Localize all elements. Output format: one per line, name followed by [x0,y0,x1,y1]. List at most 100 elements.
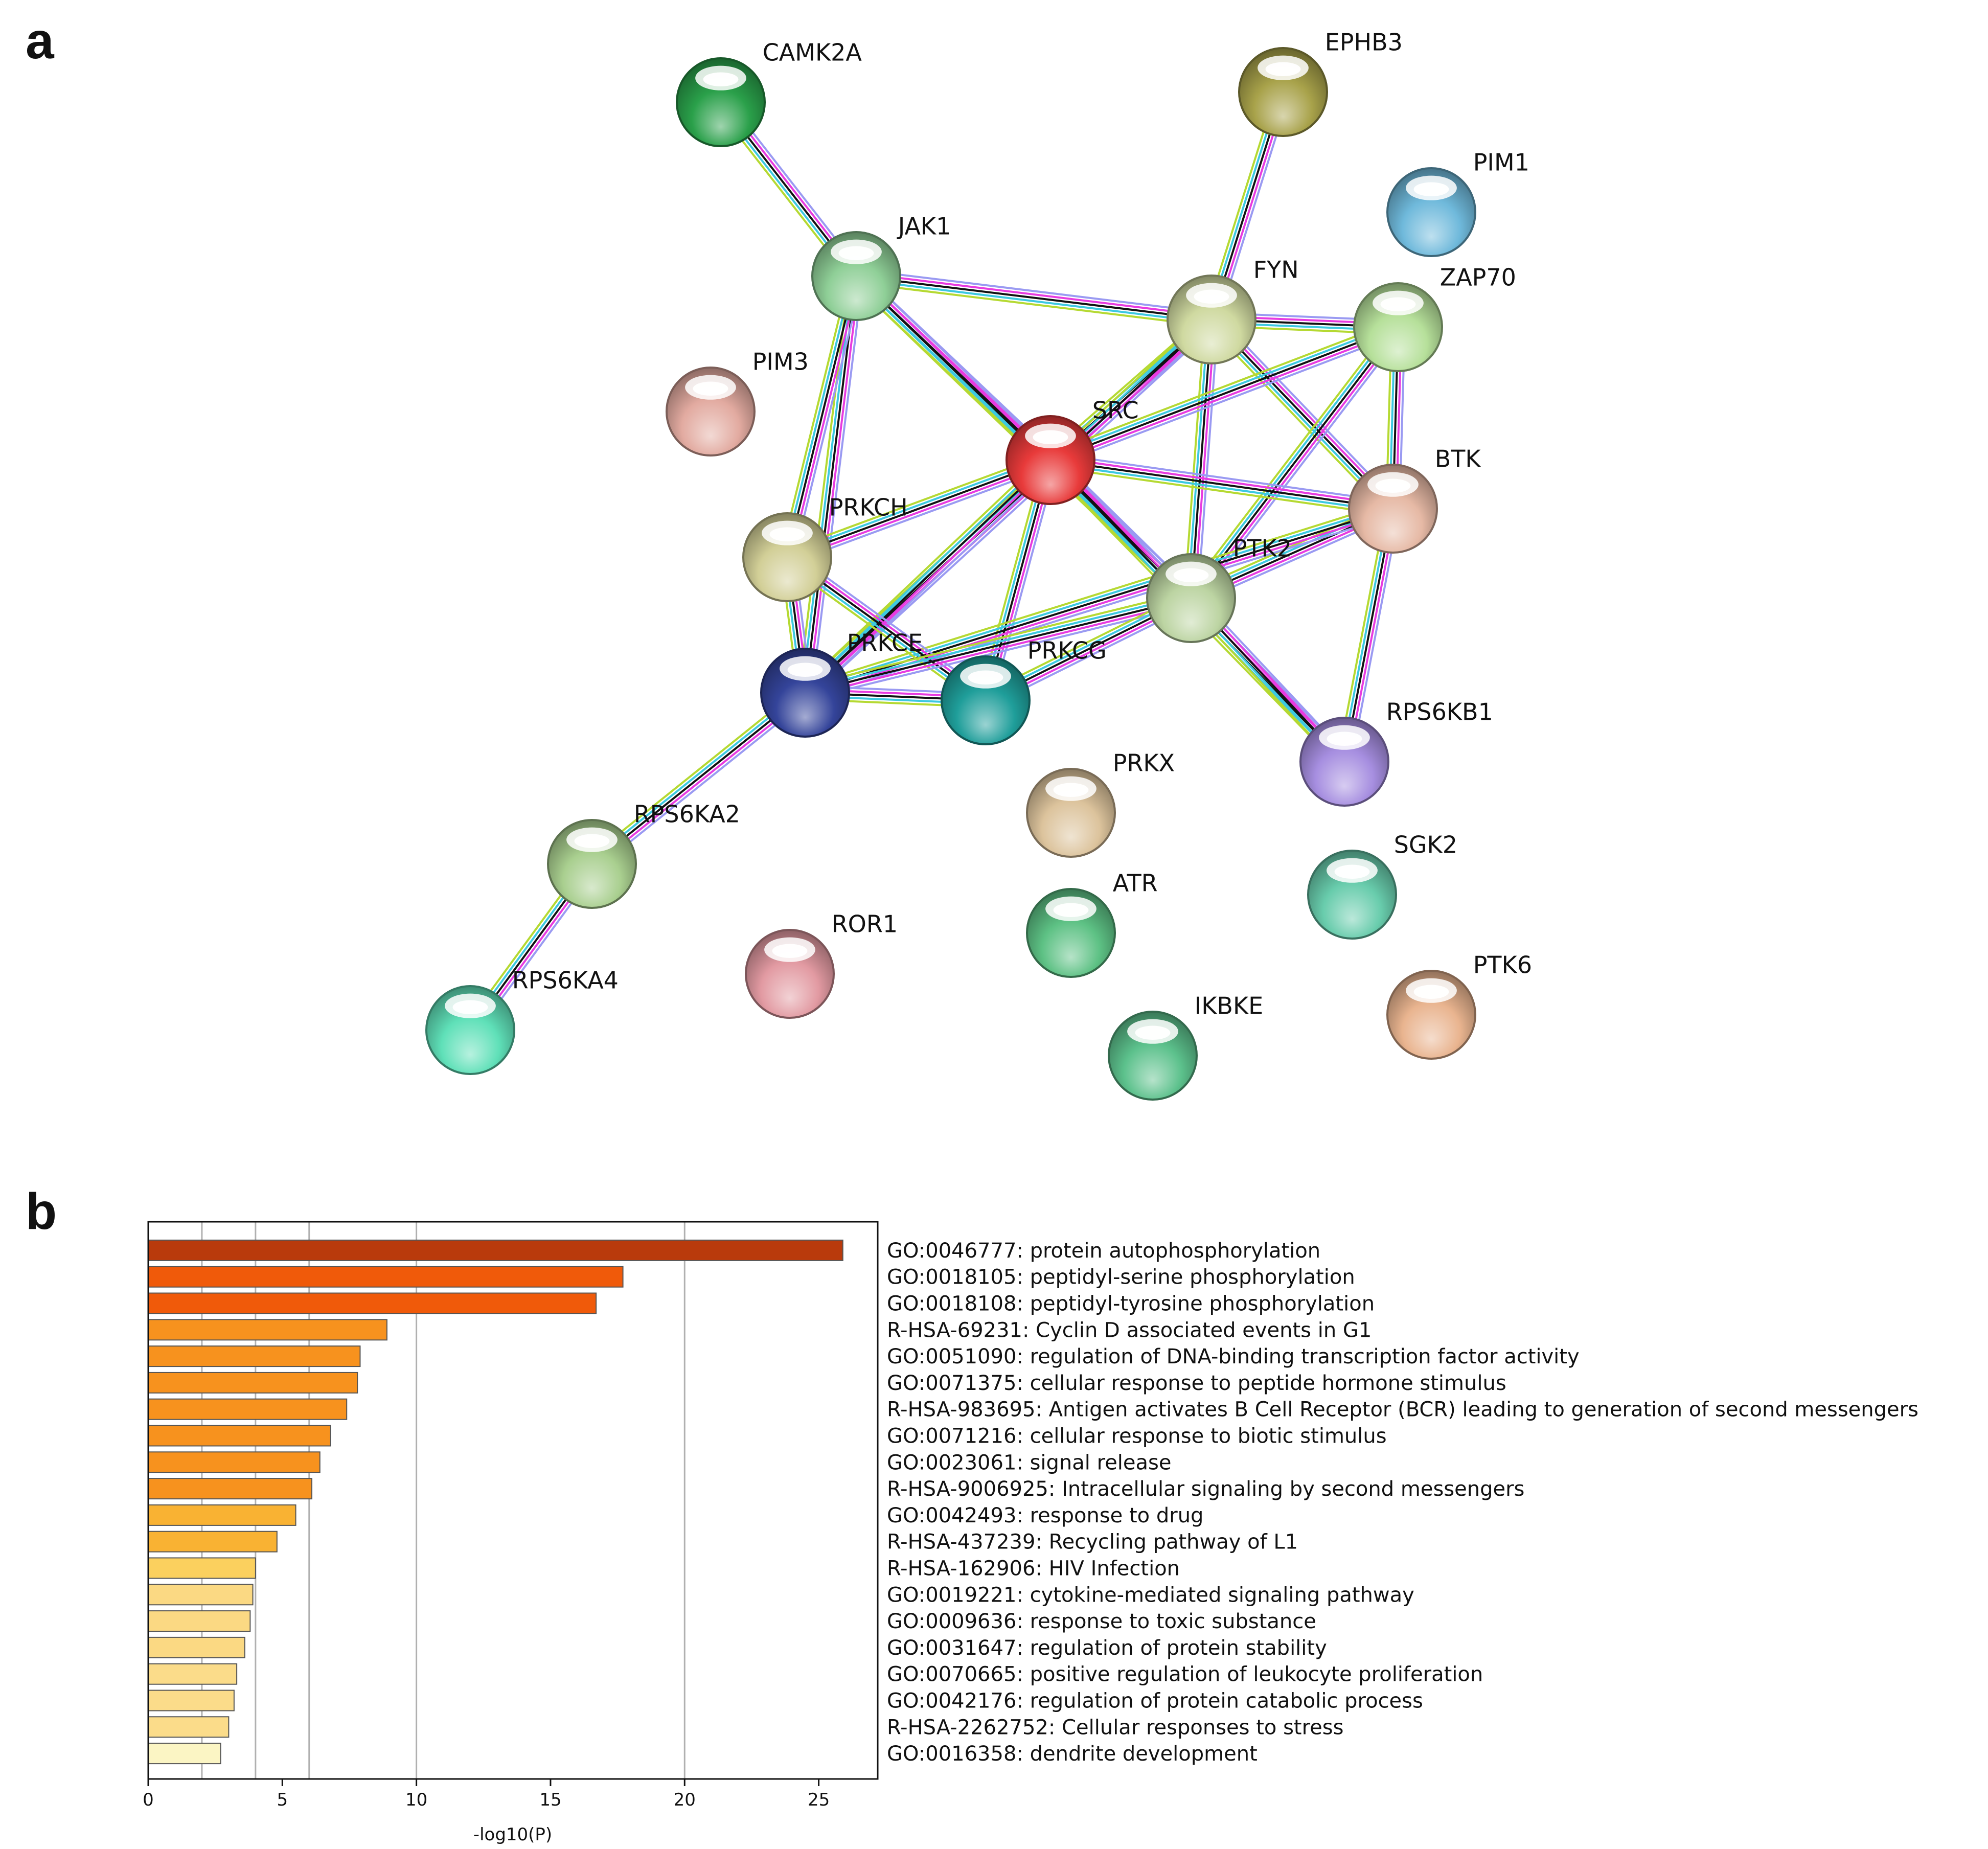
x-axis-title: -log10(P) [473,1824,552,1845]
edge-PTK2-PRKCE [802,590,1194,700]
edge-strand [802,501,1392,688]
node-highlight-core [787,663,823,677]
edge-strand [1052,332,1402,468]
term-label-14: GO:0009636: response to toxic substance [887,1610,1316,1633]
node-highlight-core [1265,62,1301,77]
node-highlight-core [452,1000,488,1015]
edge-strand [787,462,1053,562]
node-ptk2[interactable] [1146,553,1236,643]
node-highlight-core [1375,478,1411,493]
node-pim3[interactable] [666,367,756,456]
node-highlight-core [1327,732,1362,746]
edge-strand [1193,328,1402,601]
term-label-1: GO:0018105: peptidyl-serine phosphorylat… [887,1266,1355,1289]
bar-13 [148,1584,254,1606]
node-highlight-core [1413,985,1449,999]
node-highlight-core [772,944,808,958]
bar-11 [148,1531,278,1553]
edge-strand [595,697,811,871]
edge-strand [1190,326,1399,599]
node-label-sgk2: SGK2 [1394,831,1457,858]
node-label-prkcg: PRKCG [1027,636,1107,664]
chart-gridlines [201,1222,685,1779]
node-pim1[interactable] [1386,167,1476,257]
node-highlight-core [1413,182,1449,197]
edge-strand [808,464,1056,699]
term-label-8: GO:0023061: signal release [887,1451,1171,1474]
edge-strand [810,276,864,695]
node-label-rps6ka4: RPS6KA4 [512,966,619,994]
term-label-7: GO:0071216: cellular response to biotic … [887,1425,1387,1448]
node-label-prkch: PRKCH [829,493,908,521]
node-label-atr: ATR [1113,869,1158,897]
edge-strand [854,281,1212,327]
edge-SRC-BTK [1048,452,1395,516]
node-btk[interactable] [1348,464,1438,554]
node-rps6ka4[interactable] [425,985,515,1075]
x-tick-label: 0 [143,1790,154,1810]
node-label-ephb3: EPHB3 [1325,28,1403,56]
node-ror1[interactable] [745,929,835,1019]
node-highlight-core [1135,1025,1171,1040]
edge-SRC-PRKCE [799,454,1056,699]
node-fyn[interactable] [1167,275,1256,364]
term-label-15: GO:0031647: regulation of protein stabil… [887,1636,1327,1660]
edge-strand [855,278,1213,324]
node-ephb3[interactable] [1238,47,1328,137]
node-highlight-core [703,72,739,87]
node-label-ikbke: IKBKE [1195,992,1264,1019]
term-label-3: R-HSA-69231: Cyclin D associated events … [887,1318,1372,1342]
edge-strand [799,313,1208,689]
node-zap70[interactable] [1353,282,1443,372]
node-src[interactable] [1006,415,1095,505]
edge-strand [1049,462,1394,513]
node-highlight-core [838,246,874,261]
edge-strand [856,268,1214,314]
edge-strand [1049,455,1395,507]
node-sgk2[interactable] [1307,850,1397,940]
node-camk2a[interactable] [676,57,766,147]
x-tick-label: 10 [405,1790,427,1810]
node-rps6ka2[interactable] [547,819,637,909]
edge-strand [801,275,854,694]
node-label-rps6kb1: RPS6KB1 [1386,698,1493,725]
bar-2 [148,1292,597,1314]
edge-strand [789,276,861,559]
edge-strand [788,465,1054,565]
edge-strand [784,452,1049,552]
node-jak1[interactable] [811,231,901,321]
node-highlight-core [769,527,805,542]
term-label-6: R-HSA-983695: Antigen activates B Cell R… [887,1398,1918,1422]
node-prkch[interactable] [742,512,832,602]
node-prkx[interactable] [1026,768,1116,858]
bar-16 [148,1663,238,1685]
edge-strand [806,461,1054,696]
node-label-fyn: FYN [1253,256,1299,283]
node-highlight-core [693,381,728,396]
node-label-ror1: ROR1 [832,910,898,938]
term-label-10: GO:0042493: response to drug [887,1504,1203,1527]
edge-strand [588,689,804,862]
edge-strand [1196,318,1219,600]
bar-10 [148,1504,296,1526]
node-label-pim3: PIM3 [752,348,809,375]
node-prkcg[interactable] [941,655,1031,745]
edge-FYN-PTK2 [1183,318,1219,600]
node-label-src: SRC [1092,396,1139,424]
node-ikbke[interactable] [1108,1011,1198,1101]
term-label-17: GO:0042176: regulation of protein catabo… [887,1690,1423,1713]
edge-PRKCE-RPS6KA2 [586,686,811,871]
bar-6 [148,1398,348,1420]
edge-strand [804,275,857,694]
node-prkce[interactable] [760,648,850,738]
node-atr[interactable] [1026,888,1116,978]
edge-strand [1050,329,1401,465]
x-tick-label: 15 [539,1790,561,1810]
node-rps6kb1[interactable] [1299,717,1389,807]
node-highlight-core [1033,430,1068,445]
edge-strand [785,455,1050,555]
node-ptk6[interactable] [1386,970,1476,1060]
edge-strand [804,459,1052,694]
edge-strand [1048,465,1393,516]
x-tick-label: 25 [808,1790,830,1810]
